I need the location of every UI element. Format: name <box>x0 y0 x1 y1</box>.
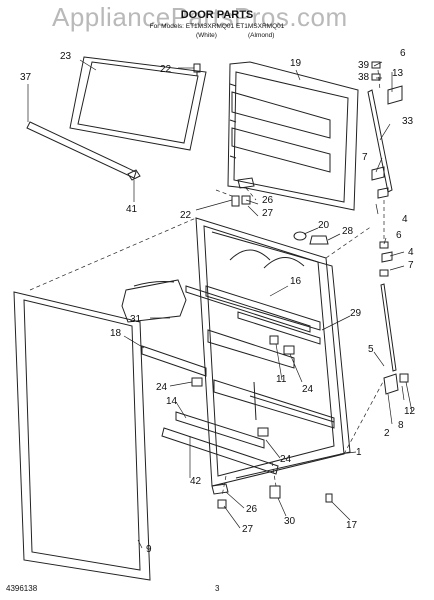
document-number: 4396138 <box>6 584 38 593</box>
screw-22-mid <box>231 195 240 207</box>
callout-19: 19 <box>290 58 302 69</box>
callout-9: 9 <box>146 544 152 555</box>
page-number: 3 <box>215 584 220 593</box>
watermark-text: AppliancePartsPros.com <box>52 2 348 32</box>
bottom-hinge-2 <box>383 373 399 395</box>
hinge-rod-5 <box>380 283 397 372</box>
foot-30 <box>269 485 281 499</box>
door-bar-29 <box>237 311 321 345</box>
callout-6-top: 6 <box>400 48 406 59</box>
callout-8: 8 <box>398 420 404 431</box>
callout-24-left: 24 <box>156 382 168 393</box>
callout-23: 23 <box>60 51 72 62</box>
handle-clip-41 <box>127 169 141 181</box>
callout-17: 17 <box>346 520 358 531</box>
callout-29: 29 <box>350 308 362 319</box>
hinge-parts-lower <box>379 241 393 277</box>
callout-13: 13 <box>392 68 404 79</box>
callout-7-lower: 7 <box>408 260 414 271</box>
callout-12: 12 <box>404 406 416 417</box>
freezer-door-liner <box>227 61 359 211</box>
fresh-food-door-gasket <box>13 291 151 581</box>
callout-37: 37 <box>20 72 32 83</box>
washer-27-top <box>241 195 251 205</box>
callout-18: 18 <box>110 328 122 339</box>
callout-labels: 23 37 41 22 19 6 39 38 13 33 7 4 26 22 2… <box>20 48 416 555</box>
fresh-food-door-liner <box>195 217 351 487</box>
freezer-handle-trim <box>26 121 137 179</box>
bottom-hinge-pin-12 <box>399 373 409 383</box>
callout-4-top: 4 <box>402 214 408 225</box>
freezer-door-gasket <box>69 56 207 151</box>
callout-28: 28 <box>342 226 354 237</box>
variant-white-label: (White) <box>196 32 217 39</box>
hinge-part-26-bottom <box>211 483 229 495</box>
variant-almond-label: (Almond) <box>248 32 275 39</box>
door-bar-16 <box>185 285 311 333</box>
callout-38: 38 <box>358 72 370 83</box>
screw-22-top <box>193 63 201 76</box>
callout-33: 33 <box>402 116 414 127</box>
callout-20: 20 <box>318 220 330 231</box>
dairy-compartment-31 <box>121 279 187 323</box>
shelf-bar-18 <box>141 345 207 377</box>
callout-24-mid-right: 24 <box>302 384 314 395</box>
screw-17 <box>325 493 333 503</box>
hinge-block-7-top <box>371 166 389 199</box>
door-bar-14 <box>175 411 265 449</box>
shelf-clip-24-left <box>191 377 203 387</box>
diagram-subtitle: For Models: ET1MSXRMQ01 ET1MSXRMQ01 <box>149 23 285 30</box>
callout-22-top: 22 <box>160 64 172 75</box>
callout-41: 41 <box>126 204 138 215</box>
callout-6-lower: 6 <box>396 230 402 241</box>
hinge-screws-38-39 <box>371 61 381 81</box>
cap-28 <box>309 235 329 245</box>
callout-4-lower: 4 <box>408 247 414 258</box>
door-bar-42 <box>161 427 279 475</box>
shelf-clip-11 <box>269 335 279 345</box>
callout-31: 31 <box>130 314 142 325</box>
callout-22-mid: 22 <box>180 210 192 221</box>
callout-11: 11 <box>276 374 287 385</box>
callout-7-top: 7 <box>362 152 368 163</box>
shelf-clip-24-right <box>283 345 295 355</box>
cap-20 <box>293 231 307 241</box>
callout-27-top: 27 <box>262 208 274 219</box>
callout-39: 39 <box>358 60 370 71</box>
washer-27-bottom <box>217 499 227 509</box>
hinge-bracket-13 <box>387 85 403 105</box>
callout-26-bottom: 26 <box>246 504 258 515</box>
callout-27-bottom: 27 <box>242 524 254 535</box>
callout-5: 5 <box>368 344 374 355</box>
shelf-clip-24-bottom <box>257 427 269 437</box>
callout-1: 1 <box>356 447 362 458</box>
callout-14: 14 <box>166 396 178 407</box>
callout-42: 42 <box>190 476 202 487</box>
callout-24-bottom: 24 <box>280 454 292 465</box>
diagram-title: DOOR PARTS <box>180 9 254 21</box>
callout-30: 30 <box>284 516 296 527</box>
callout-26-top: 26 <box>262 195 274 206</box>
callout-16: 16 <box>290 276 302 287</box>
callout-2: 2 <box>384 428 390 439</box>
hinge-part-26-top <box>237 177 255 189</box>
